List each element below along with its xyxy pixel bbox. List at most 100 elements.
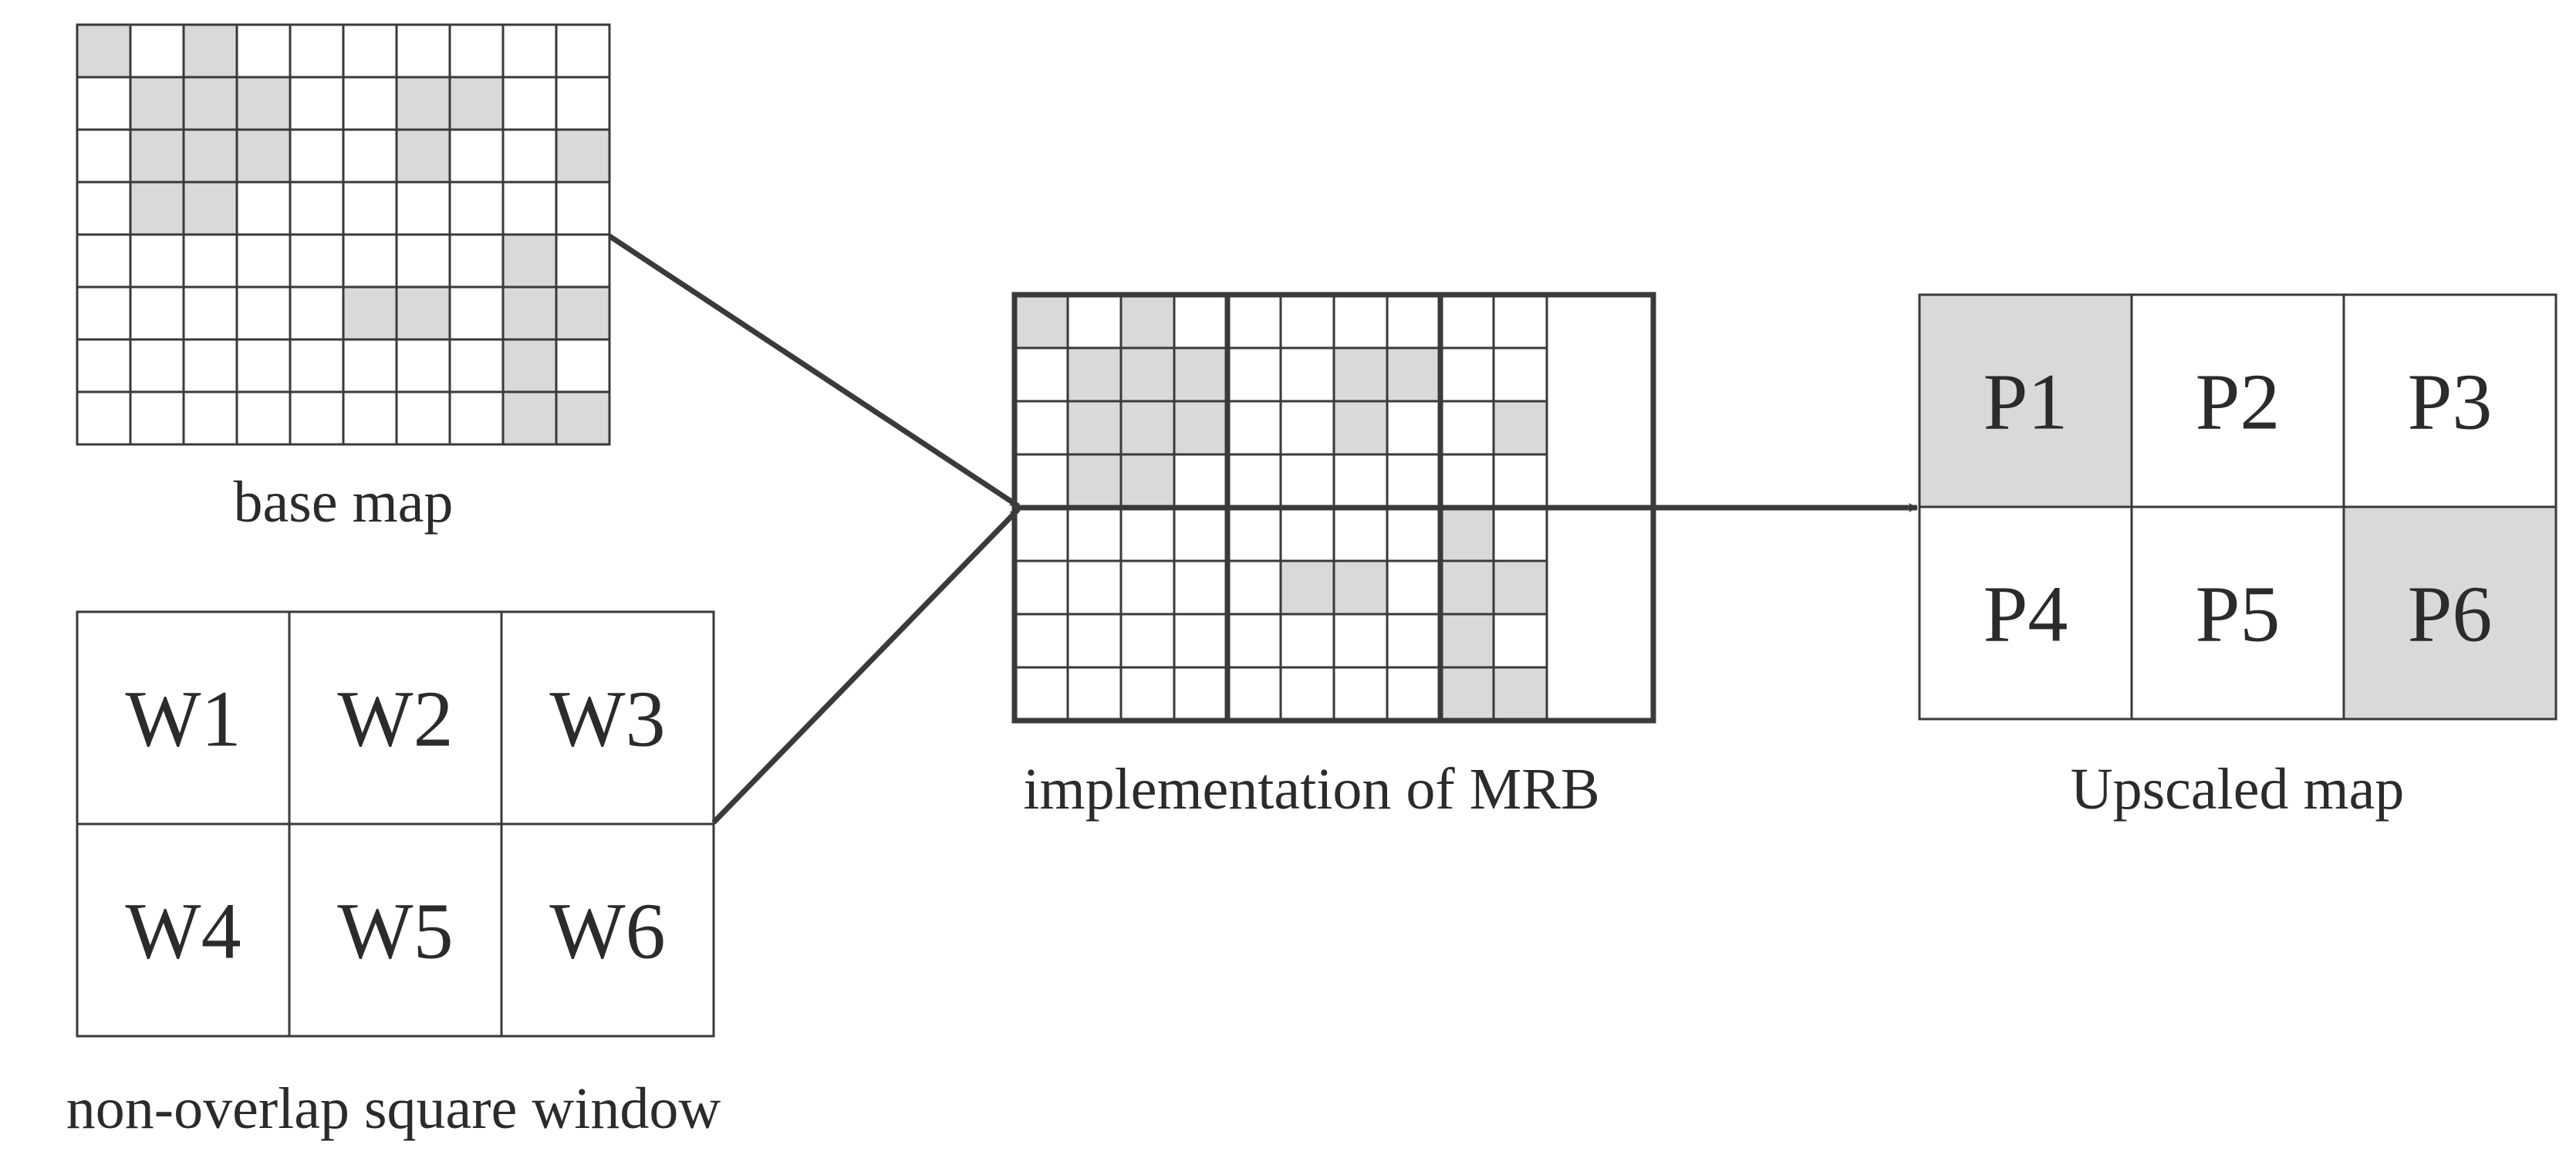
mrb-cell xyxy=(1386,346,1442,403)
mrb-cell xyxy=(1013,506,1069,562)
upscaled-cell xyxy=(2130,293,2345,508)
base-map-cell xyxy=(235,181,292,236)
upscaled-label: P5 xyxy=(2196,570,2281,659)
mrb-cell xyxy=(1492,666,1548,722)
mrb-caption: implementation of MRB xyxy=(1023,757,1599,822)
base-map-cell xyxy=(182,338,238,393)
base-map-cell xyxy=(501,181,558,236)
mrb-cell xyxy=(1492,453,1548,509)
base-map-cell xyxy=(395,76,451,131)
mrb-cell xyxy=(1332,400,1389,456)
base-map-cell xyxy=(555,128,611,184)
base-map-cell xyxy=(555,338,611,393)
upscaled-cell xyxy=(2130,505,2345,721)
base-map-cell xyxy=(182,285,238,341)
window-cell xyxy=(76,610,291,826)
base-map-cell xyxy=(555,76,611,131)
mrb-cell xyxy=(1013,666,1069,722)
mrb-cell xyxy=(1279,453,1335,509)
mrb-cell xyxy=(1279,613,1335,669)
base-map-cell xyxy=(76,181,132,236)
base-map-cell xyxy=(289,76,345,131)
base-map-cell xyxy=(501,338,558,393)
base-map-cell xyxy=(555,285,611,341)
base-map-cell xyxy=(182,23,238,79)
mrb-cell xyxy=(1119,506,1176,562)
mrb-cell xyxy=(1439,346,1495,403)
mrb-cell xyxy=(1066,559,1123,616)
mrb-cell xyxy=(1279,559,1335,616)
mrb-cell xyxy=(1119,453,1176,509)
base-map-cell xyxy=(342,181,398,236)
mrb-cell xyxy=(1492,506,1548,562)
arrow-window-to-mrb xyxy=(711,507,1021,825)
base-map-cell xyxy=(555,233,611,289)
mrb-cell xyxy=(1226,346,1282,403)
upscaled-label: P1 xyxy=(1983,358,2068,447)
arrow-base-to-mrb xyxy=(608,234,1020,508)
upscaled-cell xyxy=(1918,293,2133,508)
mrb-grid xyxy=(1011,292,1656,724)
base-map-cell xyxy=(235,390,292,446)
base-map-cell xyxy=(395,338,451,393)
base-map-cell xyxy=(182,233,238,289)
base-map-cell xyxy=(235,285,292,341)
base-map-cell xyxy=(395,128,451,184)
base-map-cell xyxy=(342,285,398,341)
base-map-cell xyxy=(448,76,505,131)
base-map-cell xyxy=(182,76,238,131)
mrb-cell xyxy=(1386,400,1442,456)
base-map-cell xyxy=(342,23,398,79)
mrb-cell xyxy=(1013,346,1069,403)
mrb-cell xyxy=(1279,346,1335,403)
base-map-cell xyxy=(501,390,558,446)
mrb-cell xyxy=(1492,613,1548,669)
base-map-cell xyxy=(129,181,185,236)
mrb-cell xyxy=(1226,293,1282,350)
base-map-cell xyxy=(76,23,132,79)
mrb-cell xyxy=(1332,613,1389,669)
mrb-cell xyxy=(1279,666,1335,722)
base-map-cell xyxy=(76,76,132,131)
base-map-cell xyxy=(76,233,132,289)
mrb-cell xyxy=(1119,613,1176,669)
mrb-cell xyxy=(1013,453,1069,509)
base-map-cell xyxy=(448,128,505,184)
mrb-cell xyxy=(1332,559,1389,616)
base-map-caption: base map xyxy=(234,470,454,535)
mrb-cell xyxy=(1173,506,1229,562)
base-map-cell xyxy=(129,233,185,289)
mrb-cell xyxy=(1492,346,1548,403)
mrb-cell xyxy=(1226,559,1282,616)
mrb-cell xyxy=(1066,453,1123,509)
base-map-cell xyxy=(501,285,558,341)
base-map-cell xyxy=(289,128,345,184)
mrb-cell xyxy=(1226,666,1282,722)
base-map-cell xyxy=(501,128,558,184)
base-map-cell xyxy=(129,338,185,393)
base-map-cell xyxy=(342,338,398,393)
mrb-cell xyxy=(1173,293,1229,350)
window-cell xyxy=(500,822,715,1038)
mrb-cell xyxy=(1119,293,1176,350)
mrb-cell xyxy=(1332,346,1389,403)
base-map-cell xyxy=(182,390,238,446)
mrb-cell xyxy=(1332,293,1389,350)
base-map-cell xyxy=(129,23,185,79)
base-map-cell xyxy=(235,233,292,289)
mrb-cell xyxy=(1119,666,1176,722)
mrb-cell xyxy=(1173,453,1229,509)
base-map-cell xyxy=(289,390,345,446)
base-map-cell xyxy=(129,285,185,341)
mrb-cell xyxy=(1492,293,1548,350)
mrb-cell xyxy=(1439,559,1495,616)
window-cell xyxy=(288,610,503,826)
upscaled-label: P3 xyxy=(2408,358,2493,447)
base-map-cell xyxy=(448,338,505,393)
mrb-cell xyxy=(1119,559,1176,616)
mrb-cell xyxy=(1439,613,1495,669)
window-label: W3 xyxy=(549,675,665,764)
mrb-cell xyxy=(1439,666,1495,722)
